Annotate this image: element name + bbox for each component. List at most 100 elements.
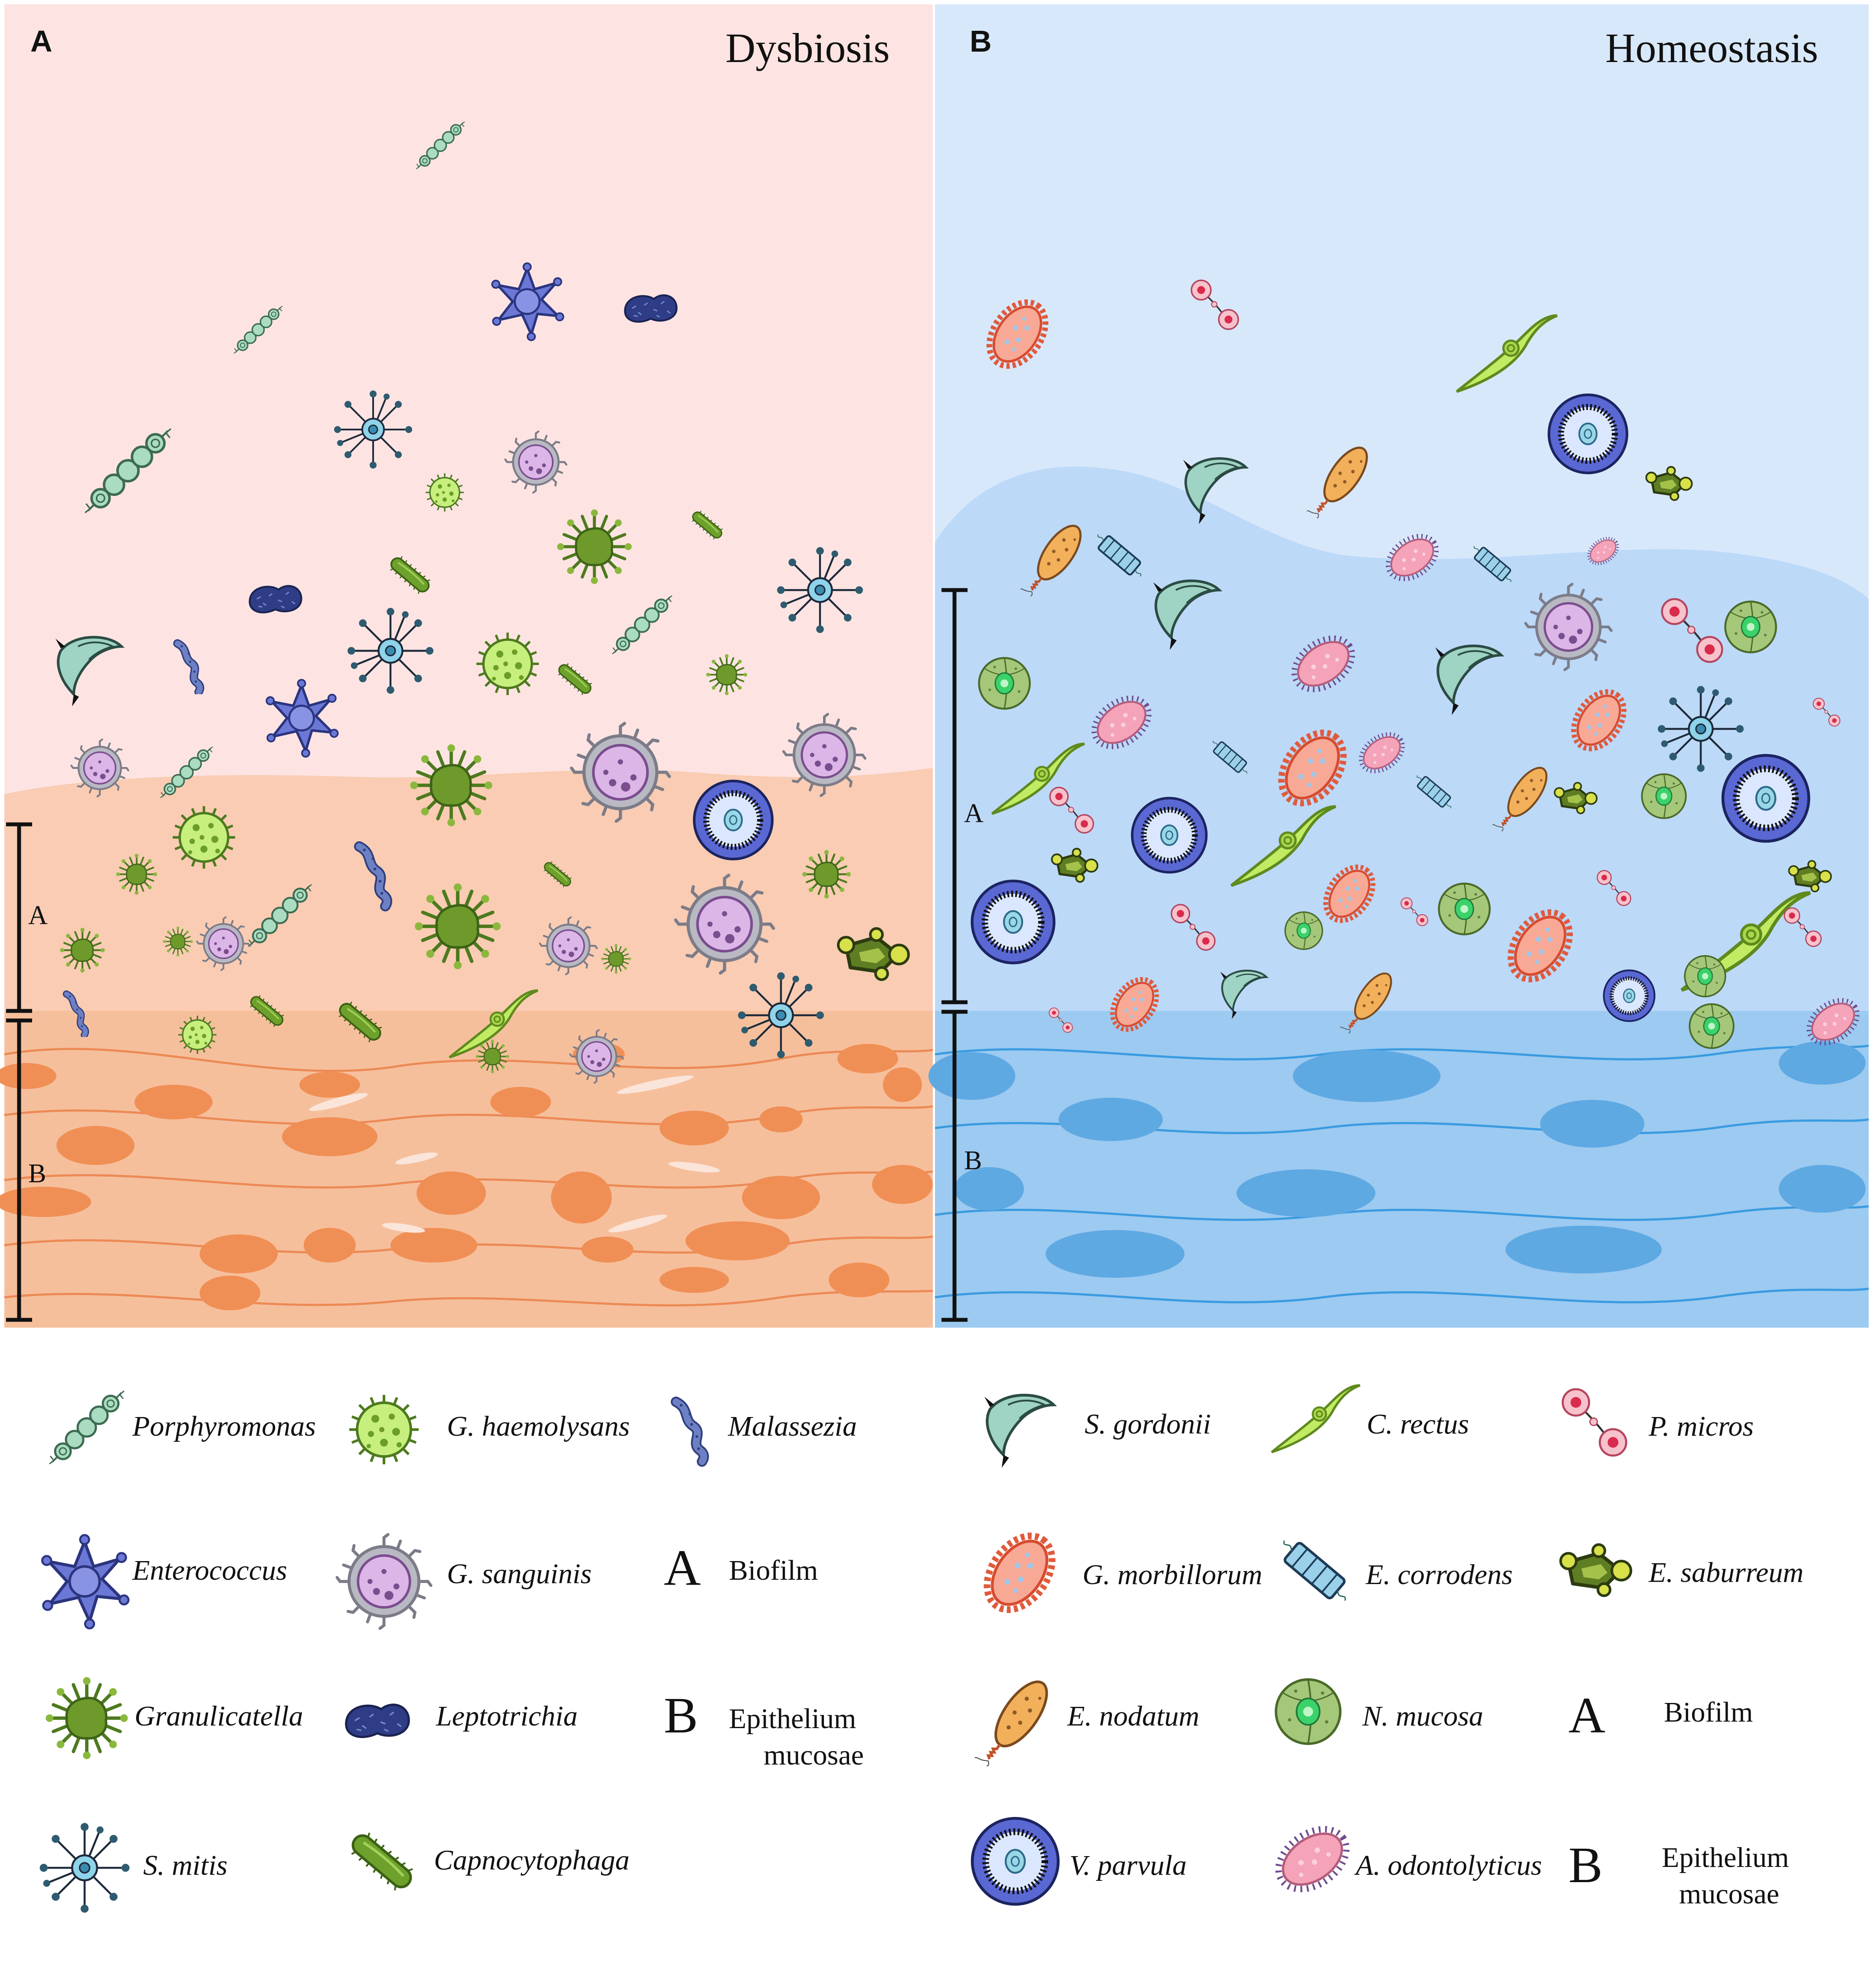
legend-label-g-morbillorum: G. morbillorum (1082, 1559, 1263, 1591)
g-morbillorum-icon (974, 1524, 1066, 1622)
g-haemolysans-icon (177, 1015, 217, 1055)
g-haemolysans-icon (349, 1395, 419, 1464)
legend-right-epithelium-letter: B (1568, 1837, 1603, 1893)
legend-label-s-gordonii: S. gordonii (1085, 1408, 1211, 1440)
legend-label-e-saburreum: E. saburreum (1649, 1557, 1804, 1588)
legend-label-leptotrichia: Leptotrichia (436, 1700, 578, 1732)
porphyromonas-icon (49, 1391, 124, 1464)
p-micros-icon (1563, 1389, 1626, 1456)
s-gordonii-icon (984, 1395, 1054, 1468)
g-sanguinis-icon (337, 1535, 431, 1628)
legend-right-icons (972, 1385, 1631, 1904)
v-parvula-icon (972, 1818, 1058, 1904)
legend-label-capnocytophaga: Capnocytophaga (434, 1844, 630, 1876)
s-mitis-icon (40, 1823, 130, 1913)
c-rectus-icon (1272, 1385, 1360, 1452)
legend-right-label-biofilm: Biofilm (1664, 1696, 1753, 1728)
legend-label-e-nodatum: E. nodatum (1067, 1700, 1200, 1732)
v-parvula-icon (1132, 798, 1207, 873)
granulicatella-icon (802, 850, 851, 899)
dysbiosis-panel (0, 4, 933, 1328)
granulicatella-icon (115, 853, 158, 896)
homeostasis-bracket-b-label: B (964, 1146, 982, 1175)
g-haemolysans-icon (425, 472, 465, 512)
homeostasis-bracket-a-label: A (964, 799, 984, 828)
dysbiosis-title: Dysbiosis (725, 25, 890, 71)
legend-label-biofilm: Biofilm (729, 1555, 818, 1586)
dysbiosis-bracket-a-label: A (28, 901, 48, 930)
s-mitis-icon (777, 547, 863, 633)
legend-label-g-sanguinis: G. sanguinis (447, 1558, 592, 1590)
capnocytophaga-icon (346, 1828, 417, 1894)
legend-left-icons (40, 1391, 704, 1913)
leptotrichia-icon (250, 586, 302, 612)
n-mucosa-icon (1725, 602, 1776, 653)
v-parvula-icon (1604, 971, 1655, 1021)
granulicatella-icon (46, 1677, 128, 1759)
granulicatella-icon (705, 653, 748, 696)
legend-label-a-odontolyticus: A. odontolyticus (1356, 1850, 1542, 1881)
legend-right-label-epithelium-line2: mucosae (1679, 1878, 1779, 1910)
g-haemolysans-icon (173, 806, 235, 869)
homeostasis-panel (928, 4, 1869, 1328)
v-parvula-icon (1723, 755, 1809, 841)
malassezia-icon (676, 1402, 704, 1462)
legend-label-granulicatella: Granulicatella (134, 1700, 303, 1732)
dysbiosis-nuclei (0, 1042, 933, 1310)
s-mitis-icon (1658, 686, 1744, 772)
a-odontolyticus-icon (1267, 1817, 1358, 1901)
legend-label-s-mitis: S. mitis (143, 1850, 228, 1881)
legend-epithelium-letter: B (664, 1687, 698, 1744)
e-corrodens-icon (1274, 1534, 1355, 1607)
legend-label-epithelium-line1: Epithelium (729, 1703, 856, 1735)
granulicatella-icon (60, 928, 105, 972)
s-mitis-icon (738, 972, 824, 1058)
legend-label-g-haemolysans: G. haemolysans (447, 1411, 630, 1442)
n-mucosa-icon (979, 658, 1030, 709)
n-mucosa-icon (1641, 773, 1687, 819)
s-mitis-icon (333, 390, 413, 469)
granulicatella-icon (162, 926, 194, 957)
legend-label-enterococcus: Enterococcus (132, 1555, 287, 1586)
leptotrichia-icon (346, 1705, 409, 1737)
e-saburreum-icon (1561, 1545, 1631, 1596)
n-mucosa-icon (1689, 1003, 1735, 1049)
v-parvula-icon (972, 881, 1054, 963)
granulicatella-icon (415, 883, 501, 969)
leptotrichia-icon (625, 295, 677, 321)
v-parvula-icon (1549, 395, 1627, 473)
legend-right-biofilm-letter: A (1568, 1687, 1606, 1744)
granulicatella-icon (557, 509, 632, 584)
n-mucosa-icon (1439, 884, 1490, 935)
legend-biofilm-letter: A (664, 1539, 701, 1596)
homeostasis-cell-lines (935, 1044, 1869, 1304)
n-mucosa-icon (1276, 1680, 1340, 1744)
legend-label-malassezia: Malassezia (728, 1411, 857, 1442)
legend-label-c-rectus: C. rectus (1367, 1408, 1469, 1440)
homeostasis-title: Homeostasis (1605, 25, 1818, 71)
homeostasis-nuclei (928, 1041, 1866, 1278)
dysbiosis-white-streaks (309, 1075, 720, 1233)
legend-label-n-mucosa: N. mucosa (1362, 1700, 1483, 1732)
s-mitis-icon (348, 608, 433, 694)
legend-label-epithelium-line2: mucosae (764, 1739, 864, 1771)
granulicatella-icon (410, 744, 492, 826)
panel-b-letter: B (970, 24, 992, 58)
homeostasis-brackets (941, 588, 968, 1322)
v-parvula-icon (694, 781, 772, 859)
enterococcus-icon (42, 1535, 128, 1628)
legend-label-porphyromonas: Porphyromonas (132, 1411, 316, 1442)
legend-label-e-corrodens: E. corrodens (1366, 1559, 1513, 1591)
panel-a-letter: A (30, 24, 52, 58)
g-haemolysans-icon (476, 633, 539, 695)
n-mucosa-icon (1684, 955, 1726, 997)
n-mucosa-icon (1284, 911, 1323, 950)
dysbiosis-bracket-b-label: B (28, 1159, 46, 1188)
legend-label-v-parvula: V. parvula (1069, 1850, 1187, 1881)
dysbiosis-brackets (6, 822, 32, 1322)
e-nodatum-icon (972, 1674, 1056, 1775)
legend-right-label-epithelium-line1: Epithelium (1662, 1842, 1789, 1873)
granulicatella-icon (600, 943, 632, 974)
legend-label-p-micros: P. micros (1649, 1411, 1754, 1442)
